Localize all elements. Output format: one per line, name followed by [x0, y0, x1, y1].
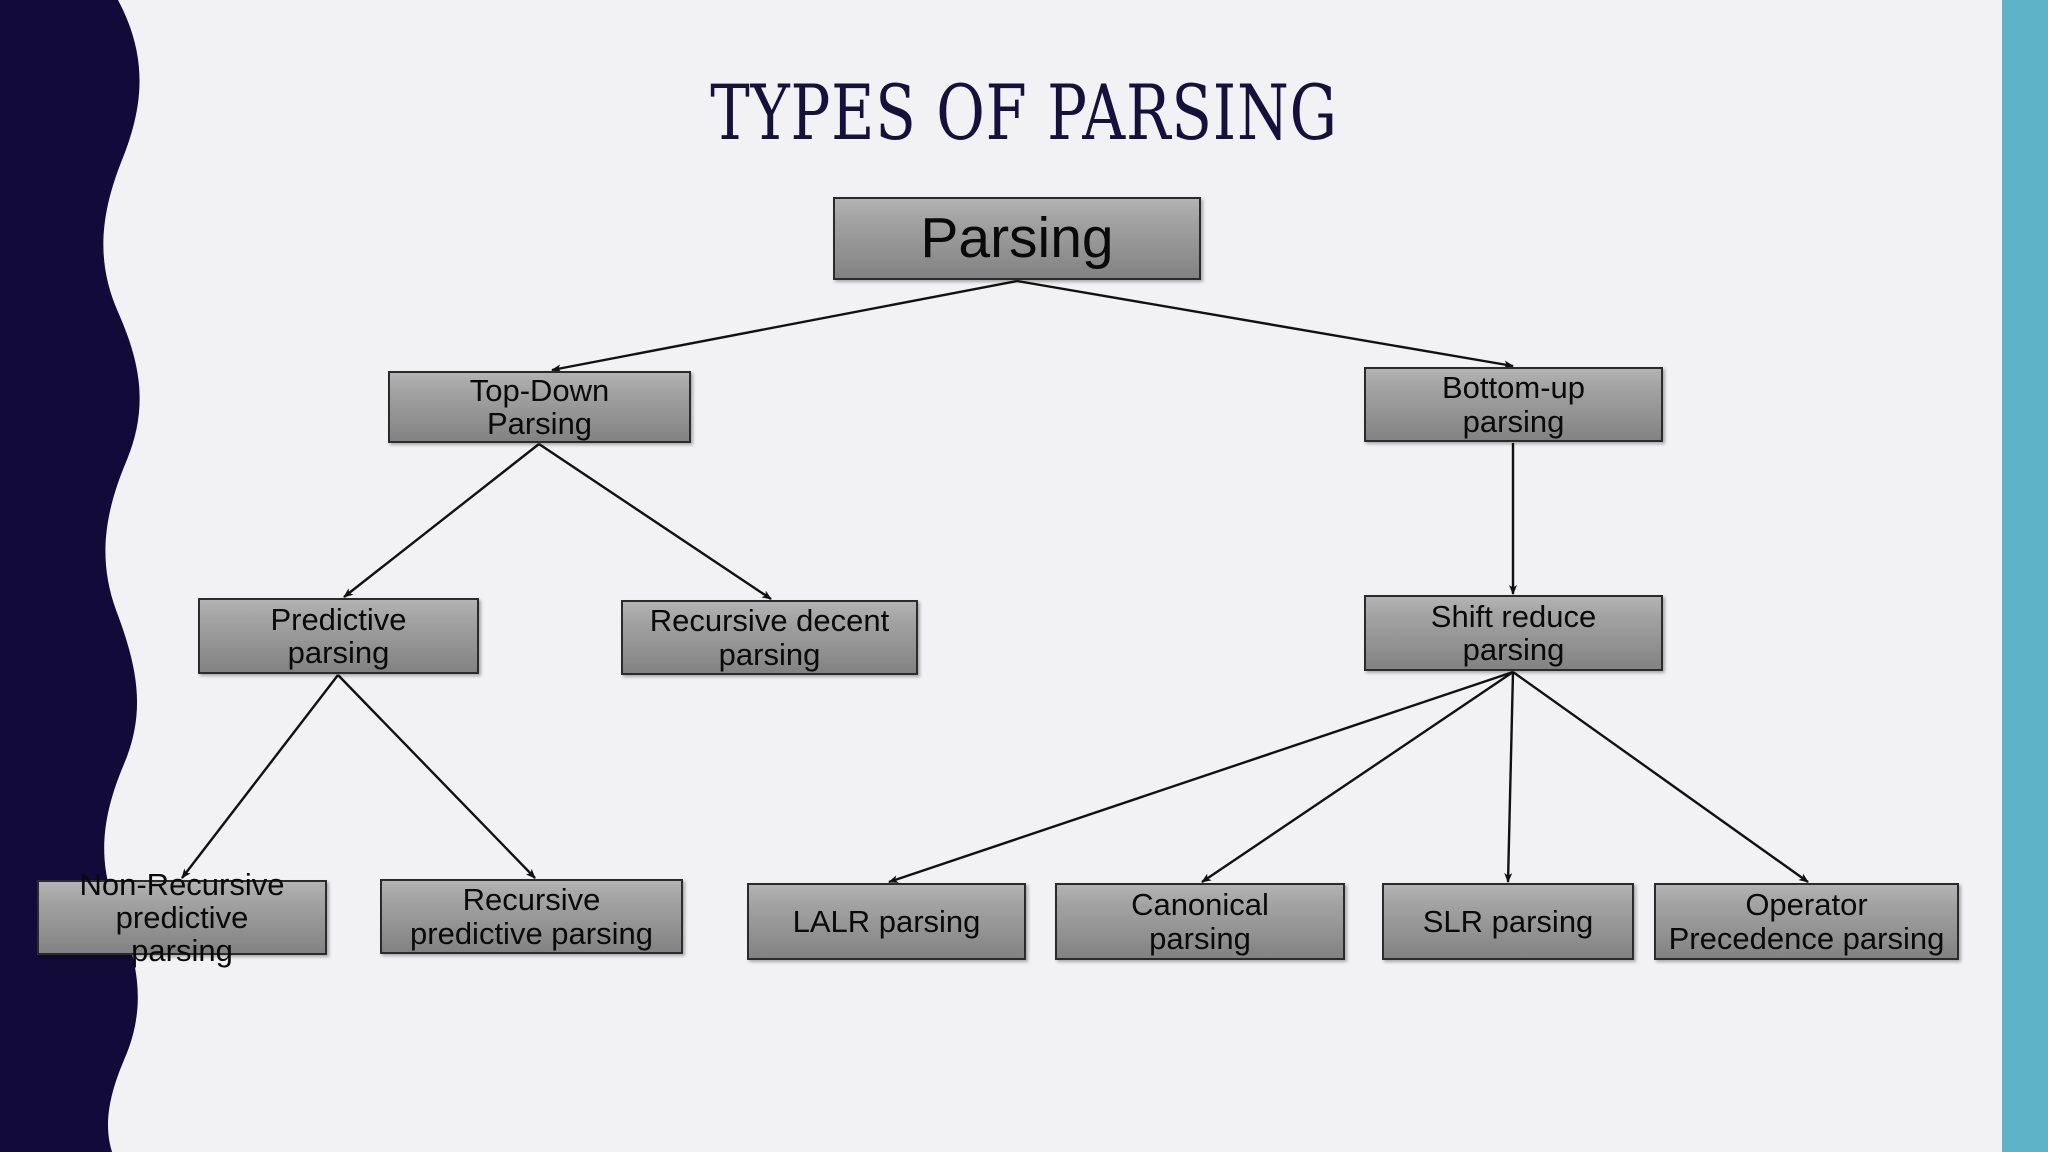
right-accent-strip: [2002, 0, 2048, 1152]
edge-topdown-recdecent: [538, 443, 772, 600]
edge-shiftreduce-lalr: [888, 670, 1514, 884]
node-lalr-parsing[interactable]: LALR parsing: [747, 883, 1026, 960]
node-non-recursive-predictive-parsing[interactable]: Non-Recursive predictive parsing: [37, 868, 327, 967]
node-predictive-parsing[interactable]: Predictive parsing: [198, 598, 479, 674]
node-parsing[interactable]: Parsing: [833, 197, 1201, 280]
node-recursive-decent-parsing-label: Recursive decent parsing: [649, 603, 890, 672]
edge-shiftreduce-canon: [1201, 671, 1514, 883]
node-bottom-up-parsing-label: Bottom-up parsing: [1441, 370, 1585, 439]
node-top-down-parsing[interactable]: Top-Down Parsing: [388, 371, 691, 443]
edge-predictive-rec: [337, 674, 536, 879]
node-recursive-predictive-parsing[interactable]: Recursive predictive parsing: [380, 879, 683, 954]
node-bottom-up-parsing[interactable]: Bottom-up parsing: [1364, 367, 1663, 442]
node-shift-reduce-parsing[interactable]: Shift reduce parsing: [1364, 595, 1663, 671]
edge-predictive-nonrec: [181, 674, 339, 879]
node-operator-precedence-parsing[interactable]: Operator Precedence parsing: [1654, 883, 1959, 960]
node-recursive-predictive-parsing-label: Recursive predictive parsing: [410, 882, 653, 951]
left-wave-decoration: [0, 0, 140, 1152]
node-canonical-parsing-label: Canonical parsing: [1131, 887, 1269, 956]
edge-root-topdown: [551, 279, 1018, 373]
edge-root-bottomup: [1016, 279, 1514, 369]
page-title: TYPES OF PARSING: [710, 68, 1338, 157]
edge-shiftreduce-slr: [1504, 671, 1515, 883]
node-lalr-parsing-label: LALR parsing: [792, 903, 981, 939]
edge-topdown-predictive: [343, 443, 540, 598]
node-predictive-parsing-label: Predictive parsing: [270, 601, 407, 670]
node-parsing-label: Parsing: [920, 206, 1114, 270]
node-slr-parsing-label: SLR parsing: [1422, 903, 1594, 939]
node-shift-reduce-parsing-label: Shift reduce parsing: [1430, 598, 1597, 667]
node-non-recursive-predictive-parsing-label: Non-Recursive predictive parsing: [79, 866, 285, 969]
node-top-down-parsing-label: Top-Down Parsing: [469, 372, 610, 441]
edge-shiftreduce-oper: [1512, 671, 1809, 883]
node-recursive-decent-parsing[interactable]: Recursive decent parsing: [621, 600, 918, 675]
node-canonical-parsing[interactable]: Canonical parsing: [1055, 883, 1345, 960]
node-operator-precedence-parsing-label: Operator Precedence parsing: [1668, 887, 1945, 956]
node-slr-parsing[interactable]: SLR parsing: [1382, 883, 1634, 960]
